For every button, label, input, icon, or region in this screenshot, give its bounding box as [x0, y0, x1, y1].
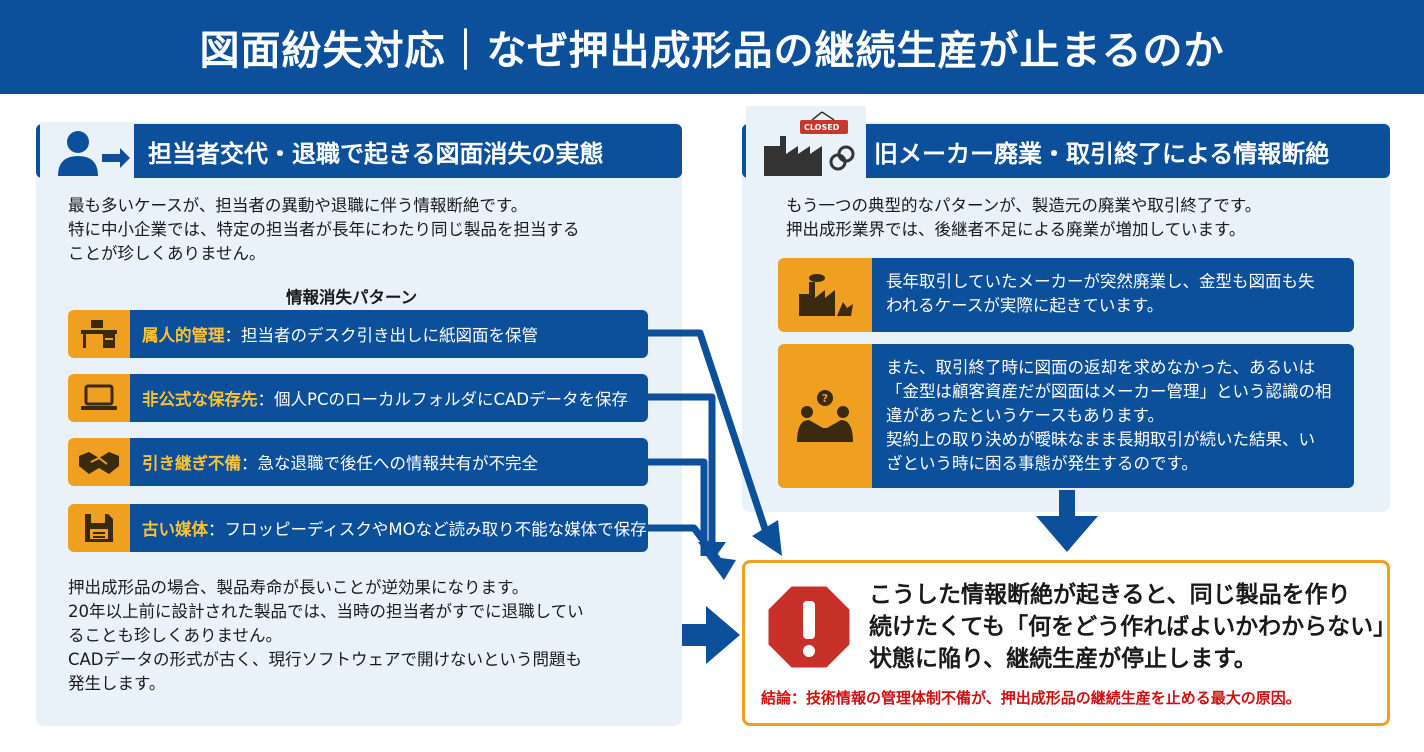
factory-icon	[778, 258, 872, 332]
result-box: こうした情報断絶が起きると、同じ製品を作り 続けたくても「何をどう作ればよいかわ…	[742, 560, 1396, 726]
desk-icon	[68, 310, 130, 358]
arrow-head	[706, 556, 736, 580]
closed-sign-text: CLOSED	[804, 123, 840, 132]
left-heading-text: 担当者交代・退職で起きる図面消失の実態	[148, 139, 604, 168]
arrow-connector	[648, 393, 716, 548]
left-intro: 最も多いケースが、担当者の異動や退職に伴う情報断絶です。 特に中小企業では、特定…	[68, 196, 580, 263]
right-intro: もう一つの典型的なパターンが、製造元の廃業や取引終了です。 押出成形業界では、後…	[786, 196, 1262, 239]
case-row: 長年取引していたメーカーが突然廃業し、金型も図面も失 われるケースが実際に起きて…	[778, 258, 1354, 332]
left-panel-heading: 担当者交代・退職で起きる図面消失の実態	[36, 124, 682, 178]
handshake-icon	[68, 438, 130, 486]
pattern-row: 引き継ぎ不備：急な退職で後任への情報共有が不完全	[68, 438, 648, 486]
patterns-title: 情報消失パターン	[286, 288, 418, 307]
arrow-shaft	[1059, 490, 1075, 518]
arrow-shaft	[682, 624, 710, 646]
pattern-row: 非公式な保存先：個人PCのローカルフォルダにCADデータを保存	[68, 374, 648, 422]
svg-text:?: ?	[822, 392, 828, 405]
case-row: ? また、取引終了時に図面の返却を求めなかった、あるいは 「金型は顧客資産だが図…	[778, 344, 1354, 488]
arrow-head	[752, 520, 782, 556]
pattern-row: 属人的管理：担当者のデスク引き出しに紙図面を保管	[68, 310, 648, 358]
closed-factory-icon: CLOSED	[746, 106, 866, 180]
arrow-head	[706, 606, 740, 664]
left-panel	[36, 122, 682, 726]
arrow-connector	[648, 329, 770, 534]
header-bar: 図面紛失対応｜なぜ押出成形品の継続生産が止まるのか	[0, 0, 1424, 94]
result-message: こうした情報断絶が起きると、同じ製品を作り 続けたくても「何をどう作ればよいかわ…	[869, 582, 1397, 672]
laptop-icon	[68, 374, 130, 422]
conclusion-text: 結論：技術情報の管理体制不備が、押出成形品の継続生産を止める最大の原因。	[761, 689, 1301, 707]
left-outro: 押出成形品の場合、製品寿命が長いことが逆効果になります。 20年以上前に設計され…	[68, 578, 584, 693]
right-heading-text: 旧メーカー廃業・取引終了による情報断絶	[874, 139, 1330, 168]
pattern-row: 古い媒体：フロッピーディスクやMOなど読み取り不能な媒体で保存	[68, 504, 648, 552]
warning-octagon-icon	[765, 583, 853, 671]
arrow-head	[1036, 516, 1098, 552]
floppy-icon	[68, 504, 130, 552]
person-transfer-icon	[40, 124, 134, 178]
arrow-head	[698, 542, 726, 562]
people-question-icon: ?	[778, 344, 872, 488]
page-title: 図面紛失対応｜なぜ押出成形品の継続生産が止まるのか	[199, 28, 1225, 74]
arrow-connector	[648, 458, 708, 556]
